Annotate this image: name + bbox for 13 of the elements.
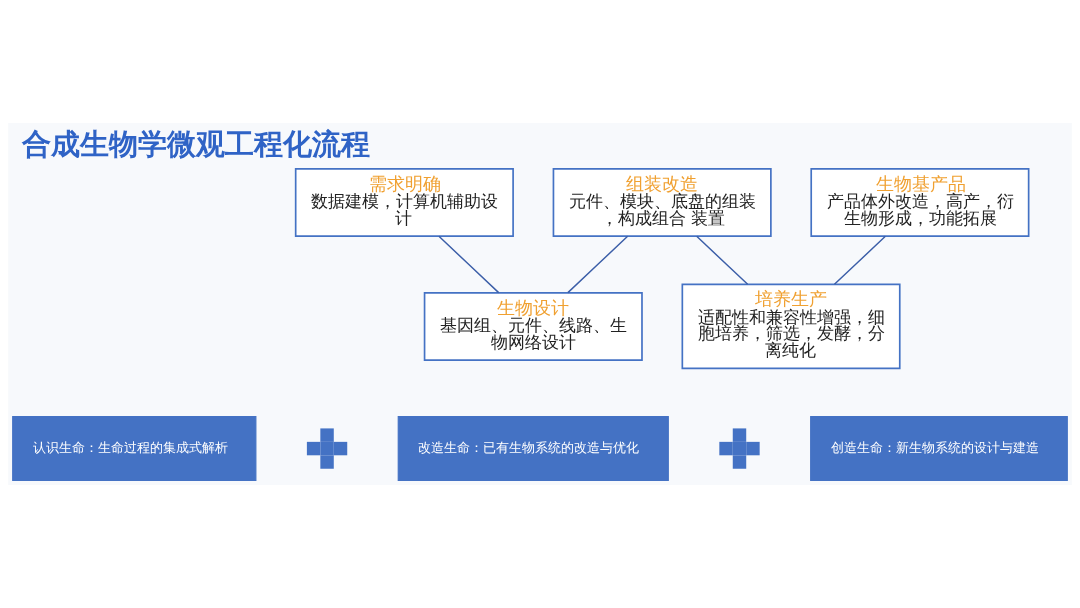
node-box: 组装改造 元件、模块、底盘的组装，构成组合 装置	[552, 168, 772, 238]
node-box: 培养生产 适配性和兼容性增强，细胞培养，筛选，发酵，分离纯化	[681, 283, 901, 370]
connector	[438, 235, 500, 294]
connector	[567, 235, 629, 294]
node-box: 改造生命：已有生物系统的改造与优化	[397, 416, 669, 482]
node-box: 认识生命：生命过程的集成式解析	[12, 416, 257, 482]
node-box: 需求明确 数据建模，计算机辅助设计	[294, 168, 514, 238]
connector	[833, 235, 887, 286]
node-box: 创造生命：新生物系统的设计与建造	[810, 416, 1068, 482]
node-box: 生物基产品 产品体外改造，高产，衍生物形成，功能拓展	[810, 168, 1030, 238]
node-box: 生物设计 基因组、元件、线路、生物网络设计	[423, 291, 643, 361]
diagram-title: 合成生物学微观工程化流程	[21, 127, 370, 162]
connector	[695, 235, 749, 286]
